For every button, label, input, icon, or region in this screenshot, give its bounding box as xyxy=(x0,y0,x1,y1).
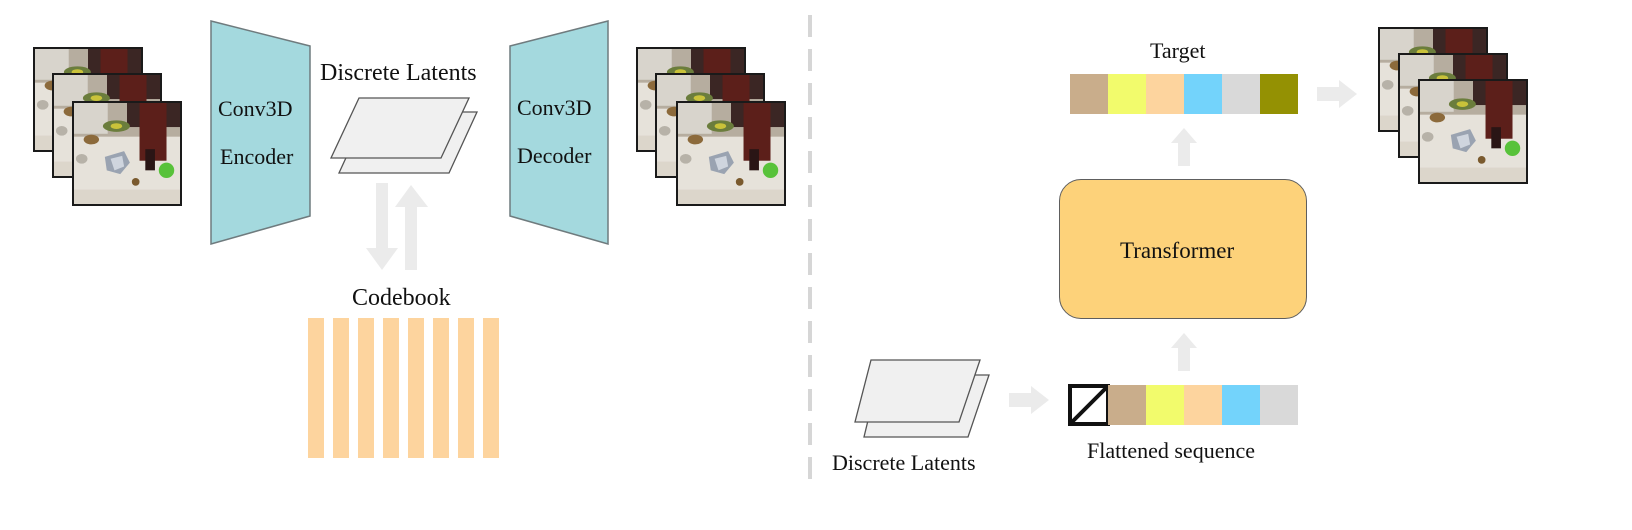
predicted-frame-3 xyxy=(1418,79,1528,184)
codebook-entry xyxy=(308,318,324,458)
input-frame-3 xyxy=(72,101,182,206)
decoder-block xyxy=(509,20,609,245)
latents-to-sequence-arrow xyxy=(1009,386,1049,414)
target-token xyxy=(1222,74,1260,114)
codebook-entry xyxy=(333,318,349,458)
sequence-label: Flattened sequence xyxy=(1087,438,1255,463)
codebook-entry xyxy=(483,318,499,458)
latents-codebook-arrows xyxy=(366,183,428,270)
sequence-token xyxy=(1146,385,1184,425)
latents-bottom-label: Discrete Latents xyxy=(832,450,976,475)
video-frame-icon xyxy=(678,103,784,204)
transformer-block xyxy=(1059,179,1307,319)
latents-bottom-planes xyxy=(854,359,990,438)
target-token xyxy=(1260,74,1298,114)
encoder-block xyxy=(210,20,311,245)
latents-top-planes xyxy=(329,97,479,174)
codebook-entry xyxy=(408,318,424,458)
target-token xyxy=(1146,74,1184,114)
sequence-token xyxy=(1260,385,1298,425)
encoder-label-line2: Encoder xyxy=(220,144,294,169)
sequence-token xyxy=(1108,385,1146,425)
transformer-to-target-arrow xyxy=(1171,128,1197,166)
codebook-label: Codebook xyxy=(352,285,451,311)
target-label: Target xyxy=(1150,38,1206,63)
target-to-frames-arrow xyxy=(1317,80,1357,108)
target-token xyxy=(1070,74,1108,114)
target-token xyxy=(1184,74,1222,114)
panel-divider xyxy=(808,15,812,490)
encoder-label-line1: Conv3D xyxy=(218,96,293,121)
start-token-icon xyxy=(1068,384,1110,426)
transformer-label: Transformer xyxy=(1120,238,1235,263)
codebook-entry xyxy=(458,318,474,458)
video-frame-icon xyxy=(1420,81,1526,182)
codebook-entry xyxy=(383,318,399,458)
sequence-token xyxy=(1184,385,1222,425)
sequence-token xyxy=(1222,385,1260,425)
target-token xyxy=(1108,74,1146,114)
video-frame-icon xyxy=(74,103,180,204)
decoder-label-line1: Conv3D xyxy=(517,95,592,120)
reconstructed-frame-3 xyxy=(676,101,786,206)
decoder-label-line2: Decoder xyxy=(517,143,592,168)
sequence-to-transformer-arrow xyxy=(1171,333,1197,371)
codebook-entry xyxy=(433,318,449,458)
latents-top-label: Discrete Latents xyxy=(320,60,477,86)
codebook-entry xyxy=(358,318,374,458)
